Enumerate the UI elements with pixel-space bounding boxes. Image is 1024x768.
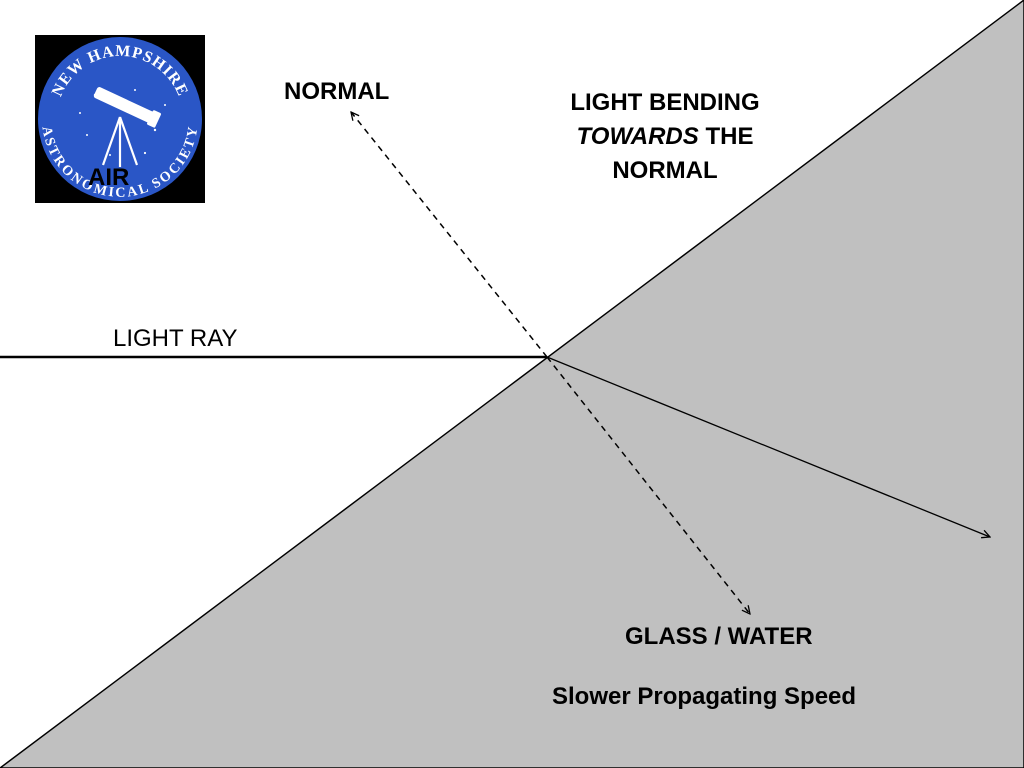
bending-description: LIGHT BENDING TOWARDS THE NORMAL xyxy=(520,86,810,188)
air-label: AIR xyxy=(88,164,130,191)
refracted-light-ray xyxy=(546,356,990,537)
bending-emphasis: TOWARDS xyxy=(576,123,699,150)
normal-line-upper xyxy=(351,112,548,358)
normal-label: NORMAL xyxy=(284,78,390,105)
bending-line-1: LIGHT BENDING xyxy=(570,89,760,116)
bending-the: THE xyxy=(698,123,754,150)
light-ray-label: LIGHT RAY xyxy=(113,325,238,352)
society-logo: NEW HAMPSHIRE ASTRONOMICAL SOCIETY xyxy=(35,35,205,203)
speed-label: Slower Propagating Speed xyxy=(552,683,857,710)
medium-label: GLASS / WATER xyxy=(625,623,813,650)
telescope-icon xyxy=(93,87,161,167)
bending-line-2: TOWARDS THE xyxy=(520,120,810,154)
bending-line-3: NORMAL xyxy=(612,157,718,184)
